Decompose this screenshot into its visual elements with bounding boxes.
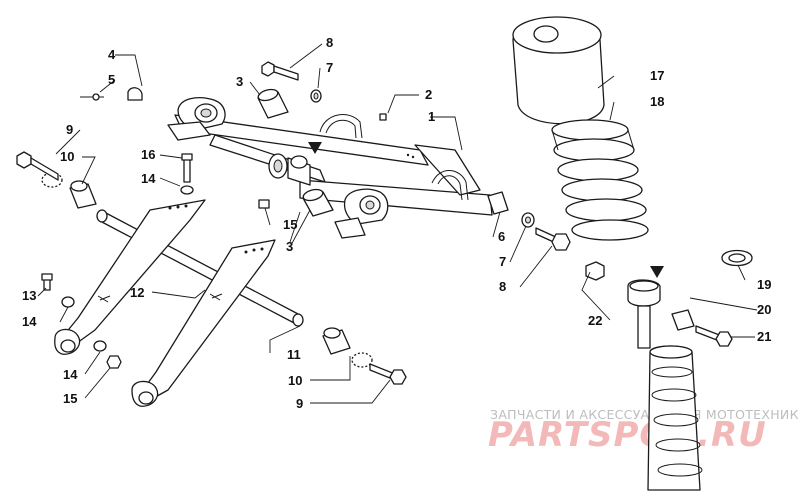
shock-absorber — [627, 279, 703, 491]
reference-arrow-right — [650, 266, 664, 278]
left-end-hardware — [16, 151, 97, 209]
callout-8-upper: 8 — [326, 35, 333, 50]
callout-14-left: 14 — [22, 314, 37, 329]
shock-boot — [512, 16, 605, 125]
callout-1: 1 — [428, 109, 435, 124]
callout-18: 18 — [650, 94, 664, 109]
callout-labels: 1 2 3 3 4 5 6 7 7 8 8 9 9 10 10 11 12 13… — [22, 35, 771, 411]
callout-9-upper: 9 — [66, 122, 73, 137]
bolt-16-stack — [180, 153, 270, 209]
link-hardware-left — [41, 273, 122, 369]
fitting-4-5 — [80, 87, 143, 101]
shock-bolt — [671, 309, 733, 347]
shock-nut — [585, 261, 605, 281]
callout-22: 22 — [588, 313, 602, 328]
callout-2: 2 — [425, 87, 432, 102]
spring-retainer — [721, 249, 753, 267]
watermark-caption: ЗАПЧАСТИ И АКСЕССУАРЫ ДЛЯ МОТОТЕХНИКИ — [490, 407, 800, 422]
callout-3-upper: 3 — [236, 74, 243, 89]
front-pivot-bushing — [268, 142, 322, 186]
callout-12: 12 — [130, 285, 144, 300]
callout-20: 20 — [757, 302, 771, 317]
callout-6: 6 — [498, 229, 505, 244]
right-pivot-hardware — [487, 191, 571, 251]
watermark-brand: PARTSPOR.RU — [488, 415, 767, 455]
link-arm-right — [131, 239, 276, 407]
callout-8-lower: 8 — [499, 279, 506, 294]
callout-15-bottom: 15 — [63, 391, 77, 406]
callout-7-upper: 7 — [326, 60, 333, 75]
callout-10-lower: 10 — [288, 373, 302, 388]
bushing-lower — [302, 188, 334, 217]
callout-19: 19 — [757, 277, 771, 292]
callout-16: 16 — [141, 147, 155, 162]
callout-11: 11 — [287, 347, 301, 362]
callout-13: 13 — [22, 288, 36, 303]
callout-9-lower: 9 — [296, 396, 303, 411]
callout-14-center: 14 — [141, 171, 156, 186]
a-arm — [167, 97, 493, 239]
link-arm-left — [54, 199, 206, 355]
leader-lines — [37, 43, 758, 404]
callout-17: 17 — [650, 68, 664, 83]
bolt-8-upper — [261, 61, 322, 103]
callout-7-lower: 7 — [499, 254, 506, 269]
callout-15-center: 15 — [283, 217, 297, 232]
callout-10-upper: 10 — [60, 149, 74, 164]
coil-spring — [551, 119, 649, 241]
callout-3-lower: 3 — [286, 239, 293, 254]
right-end-hardware — [322, 327, 407, 385]
callout-21: 21 — [757, 329, 771, 344]
bushing-upper — [257, 88, 289, 119]
reference-arrow-left — [308, 142, 322, 154]
callout-14-bottom: 14 — [63, 367, 78, 382]
callout-4: 4 — [108, 47, 116, 62]
callout-5: 5 — [108, 72, 115, 87]
grease-fitting — [379, 113, 387, 121]
